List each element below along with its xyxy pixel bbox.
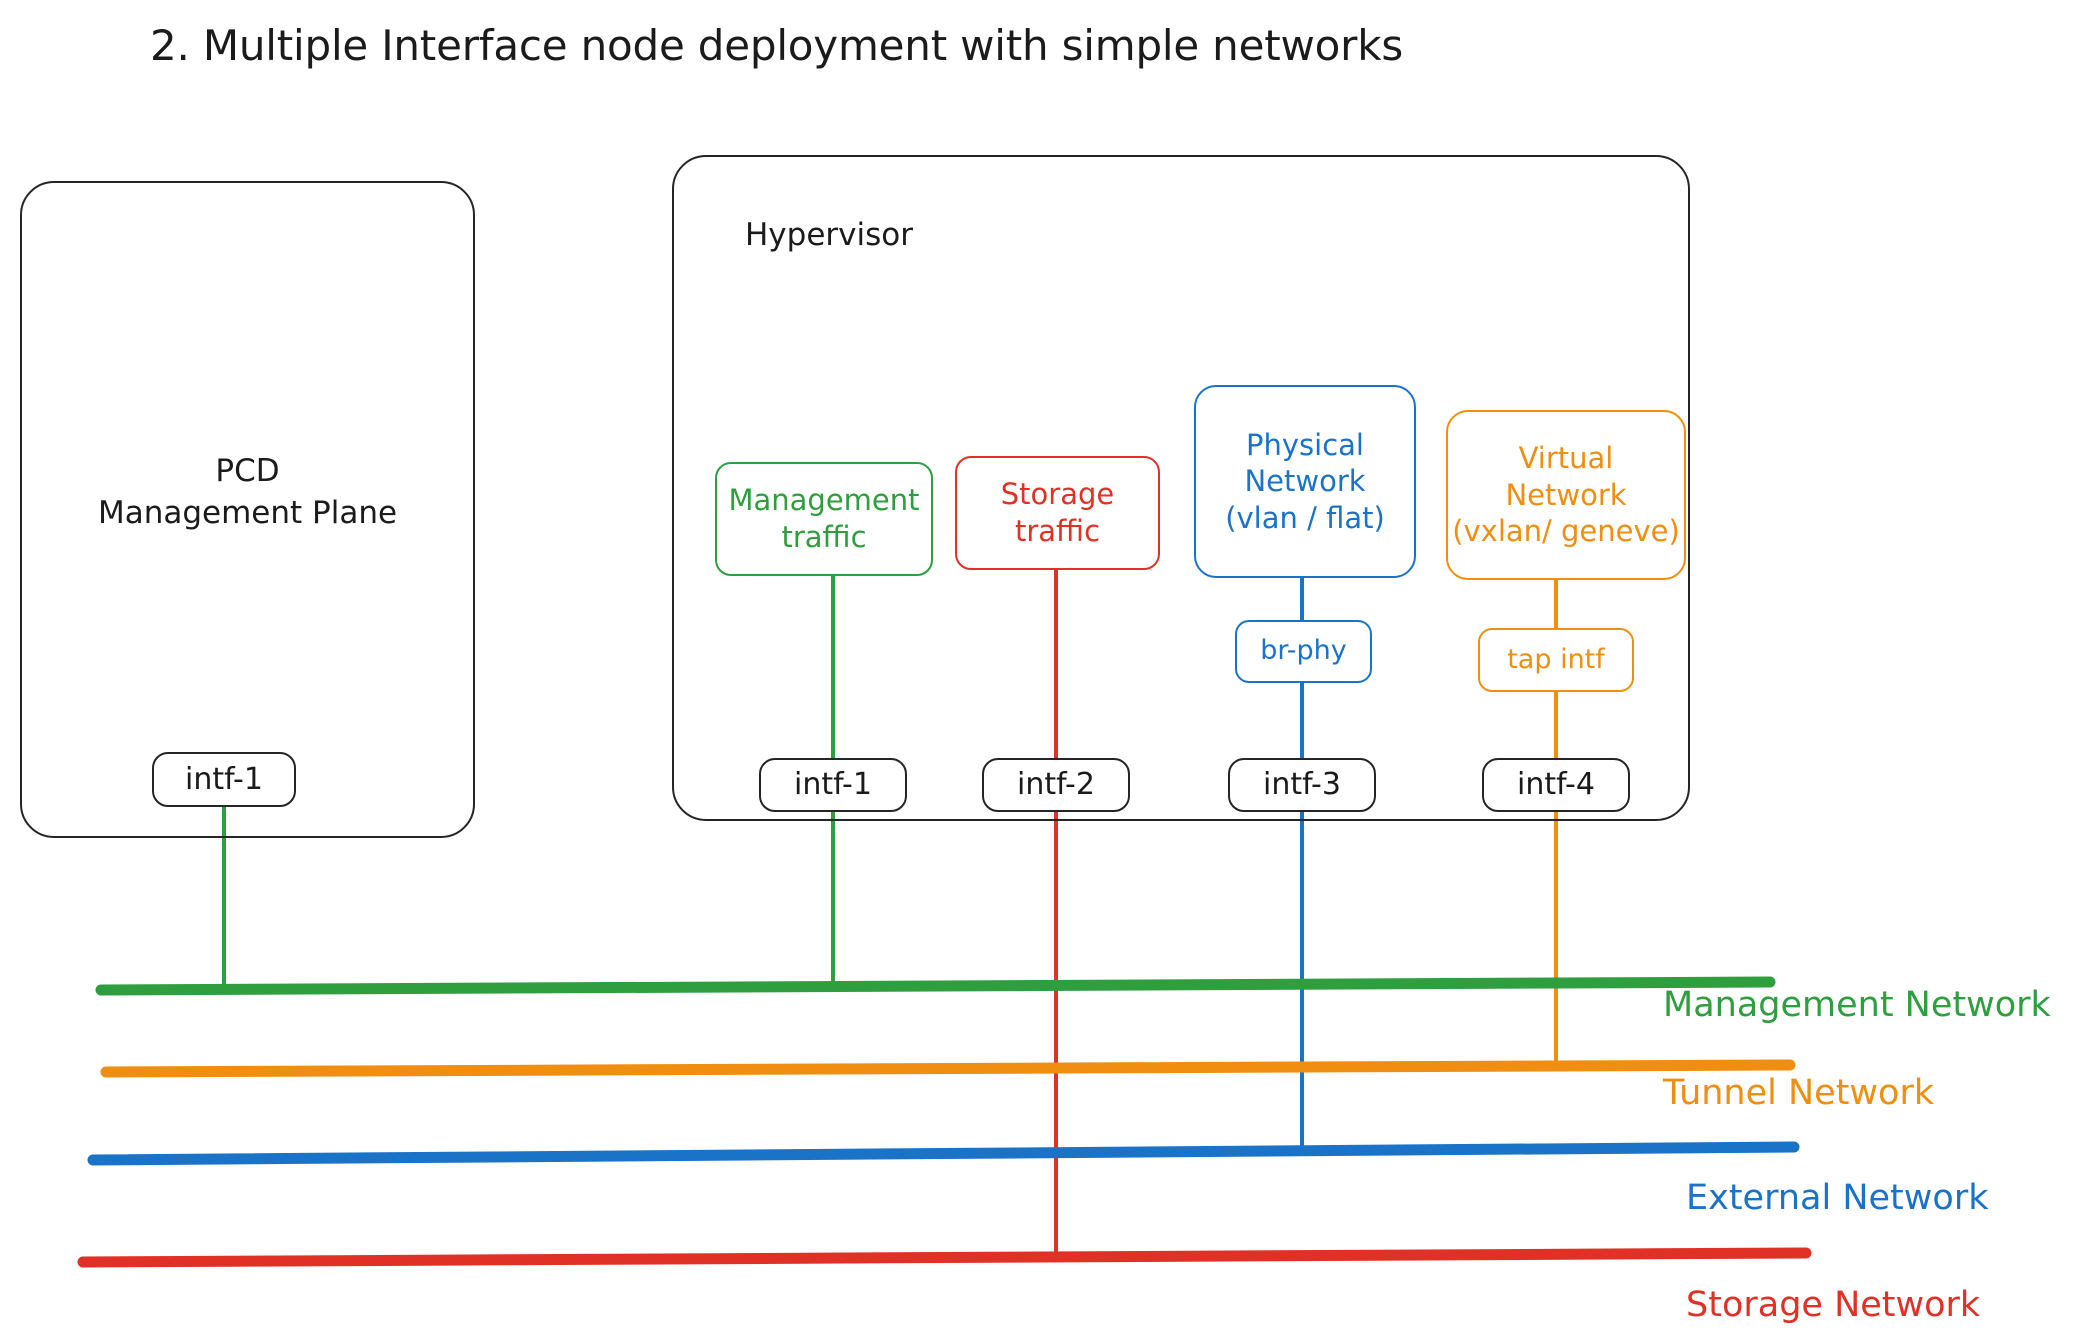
pcd-label-line2: Management Plane — [97, 495, 398, 532]
storage-traffic-line1-visible: Storage — [1000, 477, 1115, 512]
hypervisor-panel — [672, 155, 1690, 821]
hypervisor-caption: Hypervisor — [745, 217, 913, 253]
hypervisor-interface-intf-2-label: intf-2 — [1017, 767, 1095, 803]
tap-intf-box[interactable]: tap intf — [1478, 628, 1634, 692]
br-phy-box[interactable]: br-phy — [1235, 620, 1372, 683]
physical-network-line1: Physical — [1246, 427, 1364, 462]
management-traffic-box[interactable]: Management traffic — [715, 462, 933, 576]
management-traffic-label: Management traffic — [717, 482, 931, 555]
br-phy-label: br-phy — [1260, 635, 1347, 667]
storage-network-label: Storage Network — [1686, 1285, 1981, 1325]
virtual-network-line2: Network — [1505, 477, 1627, 512]
physical-network-label: Physical Network (vlan / flat) — [1196, 427, 1414, 537]
pcd-panel-label: PCD Management Plane — [20, 450, 475, 535]
external-network-label: External Network — [1686, 1178, 1989, 1218]
hypervisor-interface-intf-4-label: intf-4 — [1517, 767, 1595, 803]
pcd-management-plane-panel — [20, 181, 475, 838]
management-traffic-line2: traffic — [781, 520, 867, 554]
hypervisor-interface-intf-1[interactable]: intf-1 — [759, 758, 907, 812]
tunnel-network-label: Tunnel Network — [1663, 1073, 1935, 1113]
virtual-network-label: Virtual Network (vxlan/ geneve) — [1448, 440, 1684, 550]
management-network-line — [95, 976, 1776, 996]
hypervisor-interface-intf-3-label: intf-3 — [1263, 767, 1341, 803]
hypervisor-interface-intf-4[interactable]: intf-4 — [1482, 758, 1630, 812]
management-traffic-line1: Management — [728, 483, 920, 518]
external-network-line — [87, 1141, 1800, 1166]
hypervisor-interface-intf-2[interactable]: intf-2 — [982, 758, 1130, 812]
virtual-network-line1: Virtual — [1518, 441, 1614, 476]
page-title: 2. Multiple Interface node deployment wi… — [150, 21, 1404, 70]
pcd-label-line1: PCD — [215, 453, 280, 489]
storage-traffic-line2: traffic — [1014, 514, 1101, 548]
storage-network-line — [77, 1247, 1812, 1268]
physical-network-line3: (vlan / flat) — [1225, 500, 1385, 535]
tunnel-network-line — [100, 1059, 1796, 1078]
pcd-interface-intf-1-label: intf-1 — [185, 761, 263, 797]
physical-network-box[interactable]: Physical Network (vlan / flat) — [1194, 385, 1416, 578]
physical-network-line2: Network — [1244, 464, 1366, 499]
storage-traffic-label: Storage traffic — [957, 476, 1158, 549]
hypervisor-interface-intf-1-label: intf-1 — [794, 767, 872, 803]
pcd-interface-intf-1[interactable]: intf-1 — [152, 752, 296, 807]
hypervisor-interface-intf-3[interactable]: intf-3 — [1228, 758, 1376, 812]
virtual-network-box[interactable]: Virtual Network (vxlan/ geneve) — [1446, 410, 1686, 580]
tap-intf-label: tap intf — [1507, 643, 1605, 675]
management-network-label: Management Network — [1663, 985, 2051, 1025]
virtual-network-line3: (vxlan/ geneve) — [1452, 514, 1680, 549]
storage-traffic-box[interactable]: Storage traffic — [955, 456, 1160, 570]
